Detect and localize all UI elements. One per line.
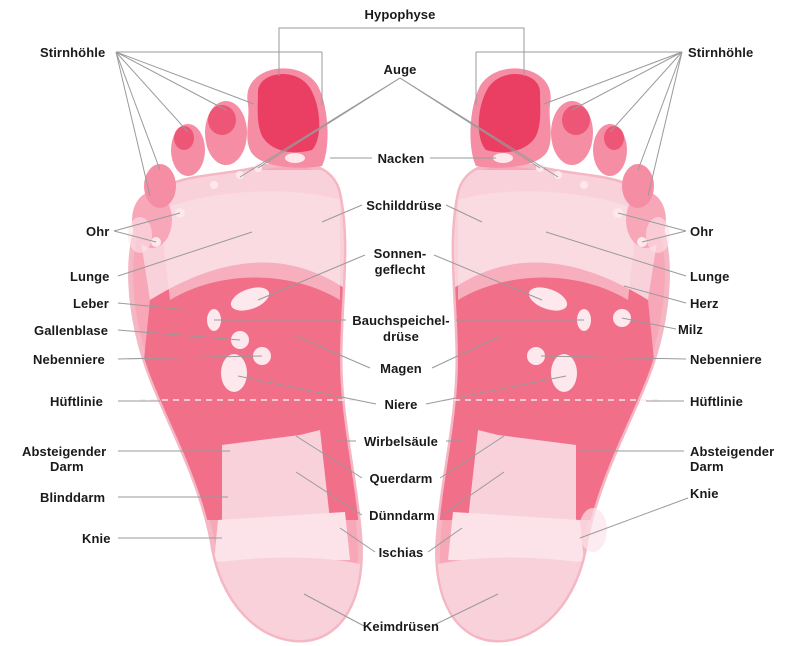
right-foot: [433, 68, 670, 646]
label-wirbelsaeule: Wirbelsäule: [356, 434, 446, 449]
label-niere: Niere: [374, 397, 428, 412]
label-leber: Leber: [73, 296, 109, 311]
label-ohr-right: Ohr: [690, 224, 713, 239]
left-foot: [128, 68, 365, 646]
label-auge: Auge: [372, 62, 428, 77]
label-hypophyse: Hypophyse: [350, 7, 450, 22]
label-milz: Milz: [678, 322, 703, 337]
label-stirnhoehle-left: Stirnhöhle: [40, 45, 105, 60]
label-hueftlinie-right: Hüftlinie: [690, 394, 743, 409]
label-knie-left: Knie: [82, 531, 111, 546]
label-lunge-right: Lunge: [690, 269, 730, 284]
label-absteigender-darm-left-line1: Absteigender: [22, 444, 106, 459]
label-hueftlinie-left: Hüftlinie: [50, 394, 103, 409]
label-absteigender-darm-left-line2: Darm: [50, 459, 84, 474]
label-nebenniere-left: Nebenniere: [33, 352, 105, 367]
label-gallenblase: Gallenblase: [34, 323, 108, 338]
label-nebenniere-right: Nebenniere: [690, 352, 762, 367]
label-knie-right: Knie: [690, 486, 719, 501]
label-absteigender-darm-right-line1: Absteigender: [690, 444, 774, 459]
label-herz: Herz: [690, 296, 719, 311]
label-sonnengeflecht-line2: geflecht: [362, 262, 438, 277]
label-nacken: Nacken: [370, 151, 432, 166]
label-lunge-left: Lunge: [70, 269, 110, 284]
label-bauchspeicheldruese-line2: drüse: [346, 329, 456, 344]
label-duenndarm: Dünndarm: [360, 508, 444, 523]
label-absteigender-darm-right-line2: Darm: [690, 459, 724, 474]
label-ischias: Ischias: [370, 545, 432, 560]
label-sonnengeflecht-line1: Sonnen-: [362, 246, 438, 261]
label-querdarm: Querdarm: [360, 471, 442, 486]
label-schilddruese: Schilddrüse: [360, 198, 448, 213]
label-blinddarm: Blinddarm: [40, 490, 105, 505]
label-magen: Magen: [368, 361, 434, 376]
label-bauchspeicheldruese-line1: Bauchspeichel-: [346, 313, 456, 328]
label-stirnhoehle-right: Stirnhöhle: [688, 45, 753, 60]
label-keimdruesen: Keimdrüsen: [356, 619, 446, 634]
label-ohr-left: Ohr: [86, 224, 109, 239]
